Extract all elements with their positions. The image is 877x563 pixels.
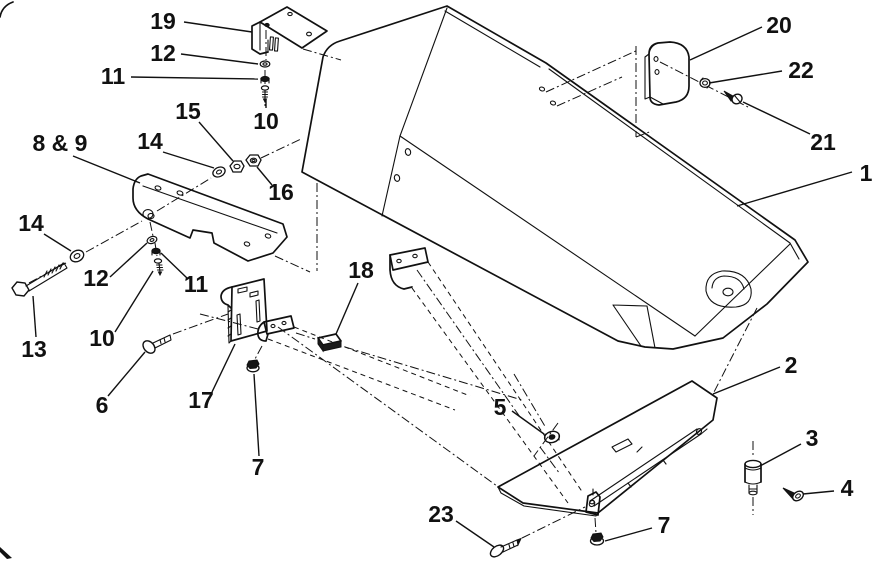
bracket-19 xyxy=(251,6,342,106)
seat-support-arm xyxy=(389,247,584,504)
callout-leader-4 xyxy=(802,490,835,495)
nut-16 xyxy=(245,154,262,167)
callout-label-6: 8 & 9 xyxy=(33,130,88,156)
callout-leader-14 xyxy=(162,151,215,169)
callout-leader-7 xyxy=(253,373,260,457)
nut-5 xyxy=(543,430,561,444)
pad-18 xyxy=(317,333,342,353)
bracket-17 xyxy=(220,278,268,344)
spacer-11-upper xyxy=(260,75,270,84)
callout-label-9: 12 xyxy=(83,265,109,291)
callout-label-10: 11 xyxy=(184,271,209,297)
callout-label-15: 18 xyxy=(348,257,374,283)
callout-leader-19 xyxy=(183,21,253,33)
callout-leader-12 xyxy=(109,242,148,278)
page-border-marks xyxy=(0,1,14,559)
callout-leader-1 xyxy=(736,171,853,207)
screw-23 xyxy=(489,506,586,558)
callout-label-7: 16 xyxy=(268,179,294,205)
screw-6 xyxy=(142,313,229,354)
callout-label-20: 21 xyxy=(810,129,836,155)
washer-12-upper xyxy=(259,60,271,68)
bumper-3 xyxy=(744,441,762,515)
callout-leader-8&9 xyxy=(72,155,141,184)
washer-14-left xyxy=(69,249,85,263)
hinge-plate-2 xyxy=(489,307,758,558)
callout-label-14: 17 xyxy=(188,387,214,413)
callout-leader-17 xyxy=(211,343,236,393)
screw-10-upper xyxy=(260,85,270,104)
callout-label-18: 20 xyxy=(766,12,792,38)
callout-leader-14 xyxy=(43,233,72,252)
callout-label-13: 6 xyxy=(96,392,109,418)
callout-label-26: 7 xyxy=(658,512,671,538)
screw-21 xyxy=(723,90,743,105)
bolt-13 xyxy=(11,262,68,297)
callout-leader-23 xyxy=(455,520,495,548)
washer-12-lower xyxy=(146,235,158,245)
callout-label-23: 3 xyxy=(806,425,819,451)
bracket-8-9 xyxy=(11,138,311,297)
callout-leader-18 xyxy=(335,282,359,335)
latch-arm-left xyxy=(199,313,523,487)
callout-leader-3 xyxy=(759,443,802,467)
callout-label-25: 23 xyxy=(428,501,454,527)
callout-label-5: 14 xyxy=(137,128,163,154)
callout-leader-2 xyxy=(712,366,781,395)
nut-22 xyxy=(699,77,711,89)
callout-label-12: 13 xyxy=(21,336,47,362)
callout-label-19: 22 xyxy=(788,57,814,83)
callout-leader-21 xyxy=(742,101,811,135)
callout-leader-12 xyxy=(180,53,259,65)
callout-label-3: 10 xyxy=(253,108,279,134)
side-plate-20 xyxy=(545,41,749,138)
callout-leader-15 xyxy=(198,121,234,162)
spacer-11-lower xyxy=(151,247,161,256)
callout-label-21: 2 xyxy=(785,352,798,378)
callout-leader-6 xyxy=(107,351,146,397)
seat-shell xyxy=(301,5,809,350)
callout-leader-20 xyxy=(689,26,763,61)
washer-14-upper xyxy=(212,166,226,178)
callout-leader-16 xyxy=(256,166,273,186)
callout-leader-10 xyxy=(114,270,154,333)
callout-leader-11 xyxy=(130,76,259,80)
callout-label-8: 14 xyxy=(18,210,44,236)
callout-leader-11 xyxy=(160,252,189,280)
callout-leader-22 xyxy=(708,70,783,84)
screw-10-lower xyxy=(153,258,164,277)
seat-latch-recess xyxy=(705,270,752,308)
callout-label-16: 7 xyxy=(252,454,265,480)
callout-label-2: 11 xyxy=(101,63,126,89)
callout-leader-5 xyxy=(511,410,545,435)
callout-label-0: 19 xyxy=(150,8,176,34)
callout-label-11: 10 xyxy=(89,325,115,351)
callout-leader-7 xyxy=(604,527,653,542)
callout-label-4: 15 xyxy=(175,98,201,124)
callout-label-17: 1 xyxy=(860,160,873,186)
nut-7-lower xyxy=(589,532,605,546)
pin-4 xyxy=(782,487,805,502)
nut-15 xyxy=(229,160,245,173)
callout-leader-13 xyxy=(32,295,37,338)
hinge-bracket xyxy=(585,488,601,534)
callout-label-24: 4 xyxy=(841,475,854,501)
callout-label-22: 5 xyxy=(494,394,507,420)
callout-label-1: 12 xyxy=(150,40,176,66)
nut-7-upper xyxy=(246,345,263,373)
